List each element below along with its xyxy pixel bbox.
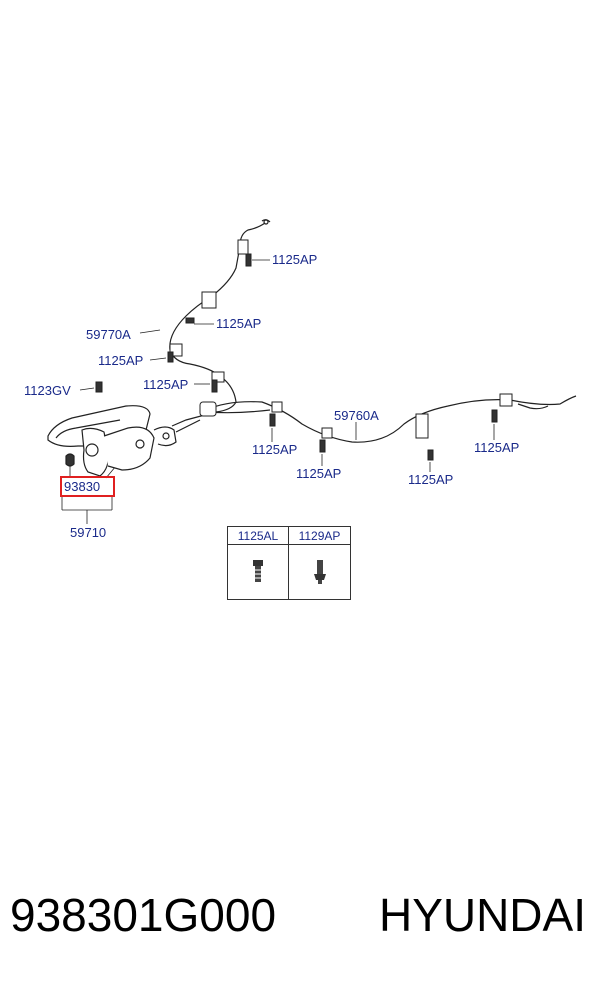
fastener-table: 1125AL 1129AP	[227, 526, 351, 600]
part-labels: 1125AP 1125AP 59770A 1125AP 1125AP 1123G…	[24, 252, 519, 540]
label-1125ap-b: 1125AP	[216, 316, 261, 331]
label-59710: 59710	[70, 525, 106, 540]
brand-name: HYUNDAI	[378, 889, 586, 941]
label-1125ap-f: 1125AP	[474, 440, 519, 455]
label-93830: 93830	[64, 479, 100, 494]
bolt-icons	[95, 253, 498, 461]
label-1125ap-e: 1125AP	[252, 442, 297, 457]
label-1125ap-a: 1125AP	[272, 252, 317, 267]
cable-fittings	[169, 239, 513, 439]
label-59760a: 59760A	[334, 408, 379, 423]
highlight-box-93830	[60, 476, 115, 497]
label-1125ap-g: 1125AP	[296, 466, 341, 481]
footer-caption: 938301G000 HYUNDAI	[0, 880, 600, 950]
label-1125ap-d: 1125AP	[143, 377, 188, 392]
label-1125ap-h: 1125AP	[408, 472, 453, 487]
fastener-col1-header: 1125AL	[228, 527, 289, 545]
part-number: 938301G000	[10, 889, 277, 941]
label-1125ap-c: 1125AP	[98, 353, 143, 368]
rear-cable	[205, 395, 577, 443]
front-cable	[169, 219, 271, 427]
fastener-col2-header: 1129AP	[289, 527, 350, 545]
label-59770a: 59770A	[86, 327, 131, 342]
washer-bolt-icon	[313, 560, 326, 584]
fastener-col2-cell	[289, 545, 350, 599]
label-1123gv: 1123GV	[24, 383, 71, 398]
fastener-col1-cell	[228, 545, 289, 599]
flange-bolt-icon	[253, 560, 263, 582]
brake-lever-assembly	[47, 405, 201, 477]
